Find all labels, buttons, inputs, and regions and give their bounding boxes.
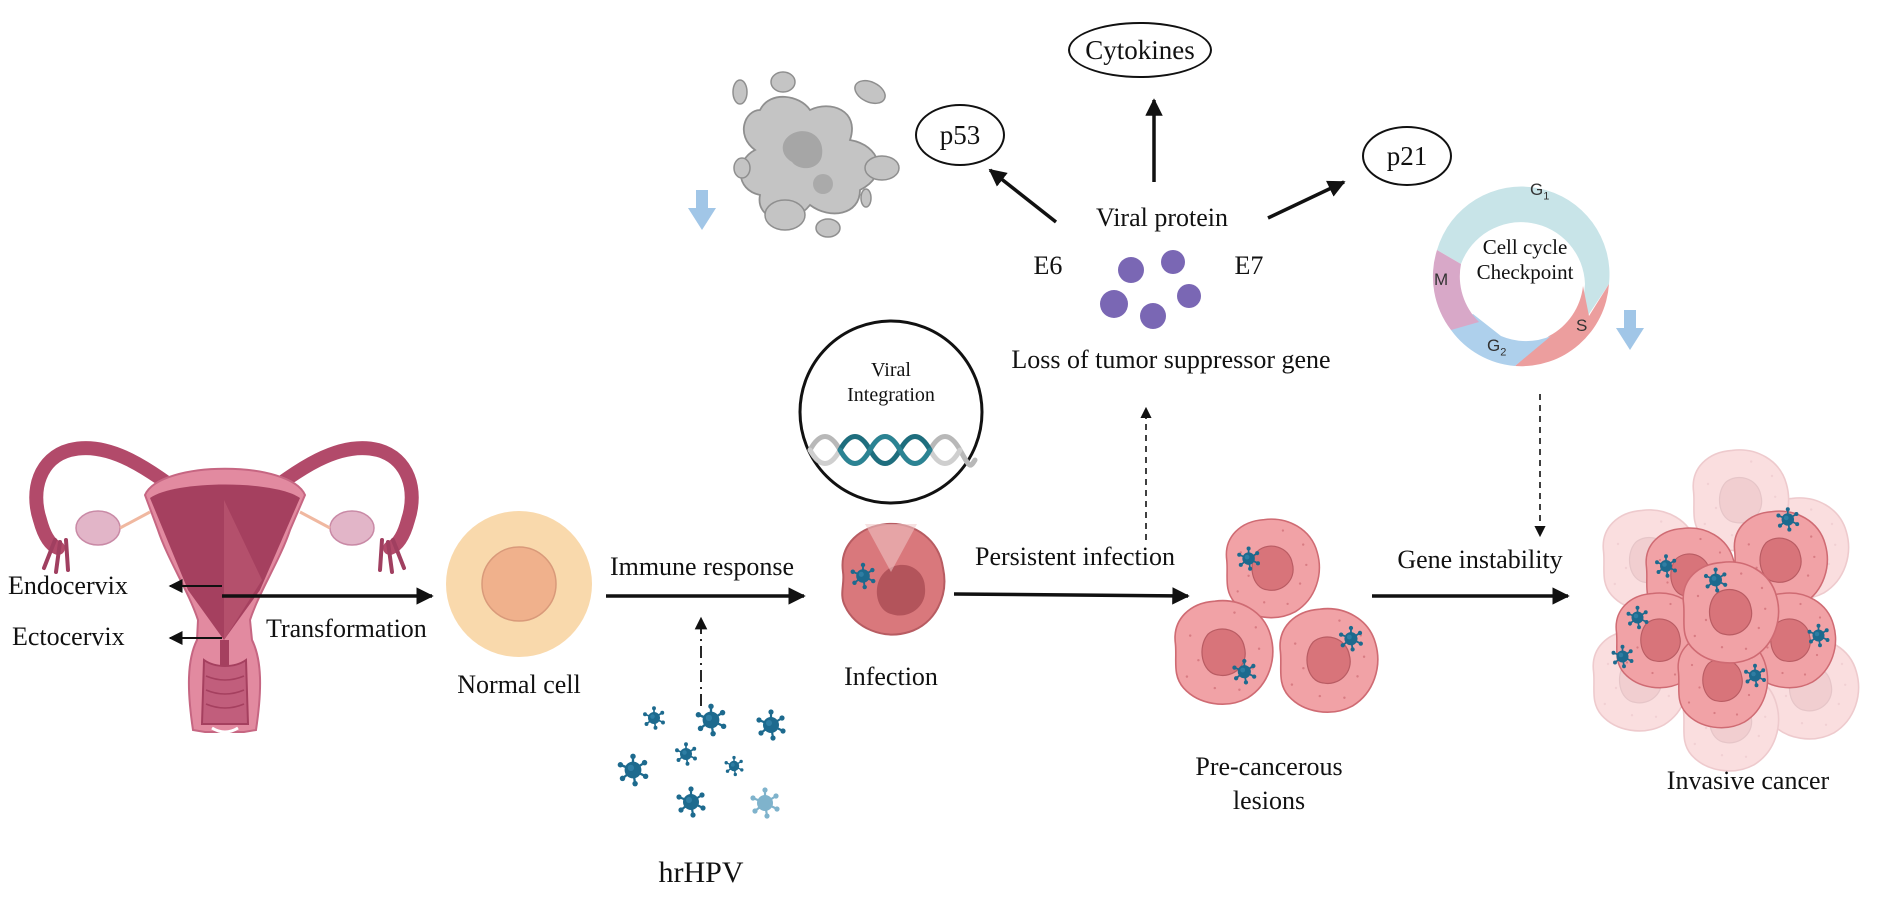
apoptotic-cell-illustration	[732, 71, 900, 238]
viral-integration-bubble	[798, 319, 984, 505]
phase-m-label: M	[1434, 270, 1449, 289]
invasive-cancer-label: Invasive cancer	[1666, 766, 1830, 795]
p21-arrow	[1267, 180, 1346, 220]
viral-protein-label: Viral protein	[1095, 203, 1229, 232]
precancerous-cells-illustration	[1174, 518, 1379, 713]
endocervix-label: Endocervix	[8, 571, 128, 600]
decrease-arrow-icon-left	[688, 190, 716, 230]
precancerous-label-line1: Pre-cancerous	[1195, 752, 1343, 781]
gene-instability-label: Gene instability	[1397, 545, 1563, 574]
cell-cycle-ring	[1432, 186, 1610, 367]
phase-g1-label: G1	[1530, 180, 1550, 203]
p53-arrow	[988, 168, 1058, 224]
transformation-label: Transformation	[266, 614, 427, 643]
viral-integration-label: Viral Integration	[847, 359, 935, 406]
normal-cell-illustration	[446, 511, 592, 657]
p21-node: p21	[1362, 126, 1452, 186]
cell-cycle-checkpoint-label: Cell cycle Checkpoint	[1476, 235, 1574, 285]
e7-label: E7	[1234, 251, 1264, 280]
infection-label: Infection	[844, 662, 938, 691]
hrhpv-virus-cluster	[616, 702, 787, 820]
invasive-cancer-cluster	[1592, 449, 1860, 772]
dna-helix-icon	[807, 434, 978, 468]
phase-g2-label: G2	[1487, 336, 1507, 359]
p53-node: p53	[915, 104, 1005, 166]
persistent-infection-label: Persistent infection	[974, 542, 1176, 571]
e6-label: E6	[1033, 251, 1063, 280]
hrhpv-label: hrHPV	[658, 856, 744, 889]
viral-protein-particles	[1100, 250, 1201, 329]
persistent-infection-arrow	[953, 587, 1190, 605]
uterus-illustration	[29, 441, 419, 734]
cytokines-node: Cytokines	[1068, 22, 1212, 78]
normal-cell-label: Normal cell	[457, 670, 581, 699]
phase-s-label: S	[1576, 316, 1588, 335]
decrease-arrow-icon-right	[1616, 310, 1644, 350]
precancerous-label-line2: lesions	[1232, 786, 1306, 815]
immune-response-label: Immune response	[609, 552, 795, 581]
infected-cell-illustration	[841, 522, 946, 636]
loss-tumor-suppressor-label: Loss of tumor suppressor gene	[1011, 345, 1331, 374]
ectocervix-label: Ectocervix	[12, 622, 125, 651]
